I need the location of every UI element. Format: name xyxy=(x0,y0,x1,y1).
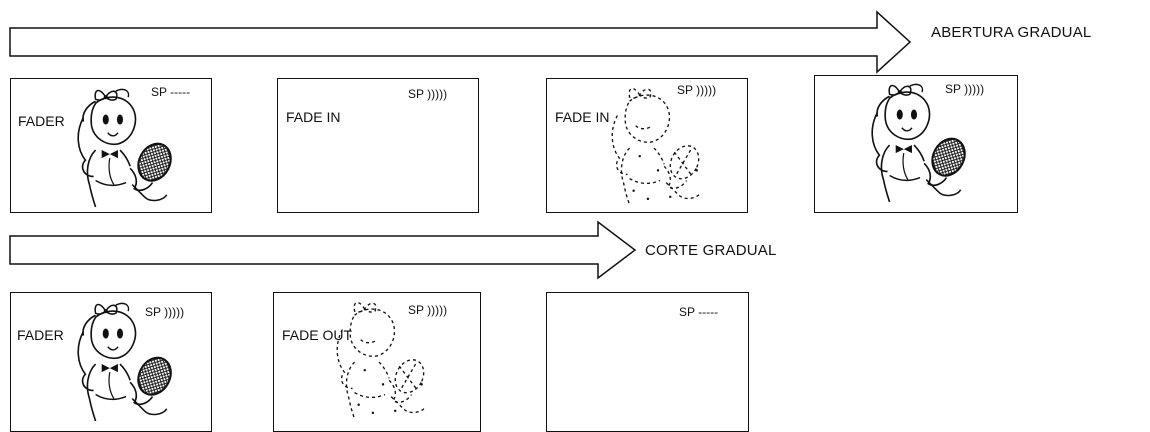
girl-faded-illustration xyxy=(324,299,436,421)
frame-label: FADE OUT xyxy=(282,327,352,343)
girl-illustration xyxy=(859,82,971,204)
girl-faded-illustration xyxy=(599,85,711,207)
frame-label: FADER xyxy=(18,113,65,129)
fade-in-frame-4: SP ))))) xyxy=(814,75,1018,213)
girl-illustration xyxy=(65,87,177,209)
fade-in-frame-2: FADE IN SP ))))) xyxy=(277,78,479,213)
sp-indicator: SP ))))) xyxy=(145,305,184,319)
fade-out-arrow-label: CORTE GRADUAL xyxy=(645,242,777,259)
fade-out-frame-2: FADE OUT SP ))))) xyxy=(273,292,481,432)
sp-indicator: SP ))))) xyxy=(408,303,447,317)
fade-out-frame-1: FADER SP ))))) xyxy=(10,292,212,432)
sp-indicator: SP ----- xyxy=(151,85,190,99)
sp-indicator: SP ))))) xyxy=(408,87,447,101)
fade-in-frame-3: FADE IN SP ))))) xyxy=(546,78,748,213)
frame-label: FADE IN xyxy=(555,109,609,125)
sp-indicator: SP ))))) xyxy=(677,83,716,97)
frame-label: FADE IN xyxy=(286,109,340,125)
sp-indicator: SP ))))) xyxy=(945,82,984,96)
sp-indicator: SP ----- xyxy=(679,305,718,319)
fade-out-frame-3: SP ----- xyxy=(546,292,749,432)
fade-in-frame-1: FADER SP ----- xyxy=(10,78,212,213)
girl-illustration xyxy=(65,301,177,423)
frame-label: FADER xyxy=(17,327,64,343)
